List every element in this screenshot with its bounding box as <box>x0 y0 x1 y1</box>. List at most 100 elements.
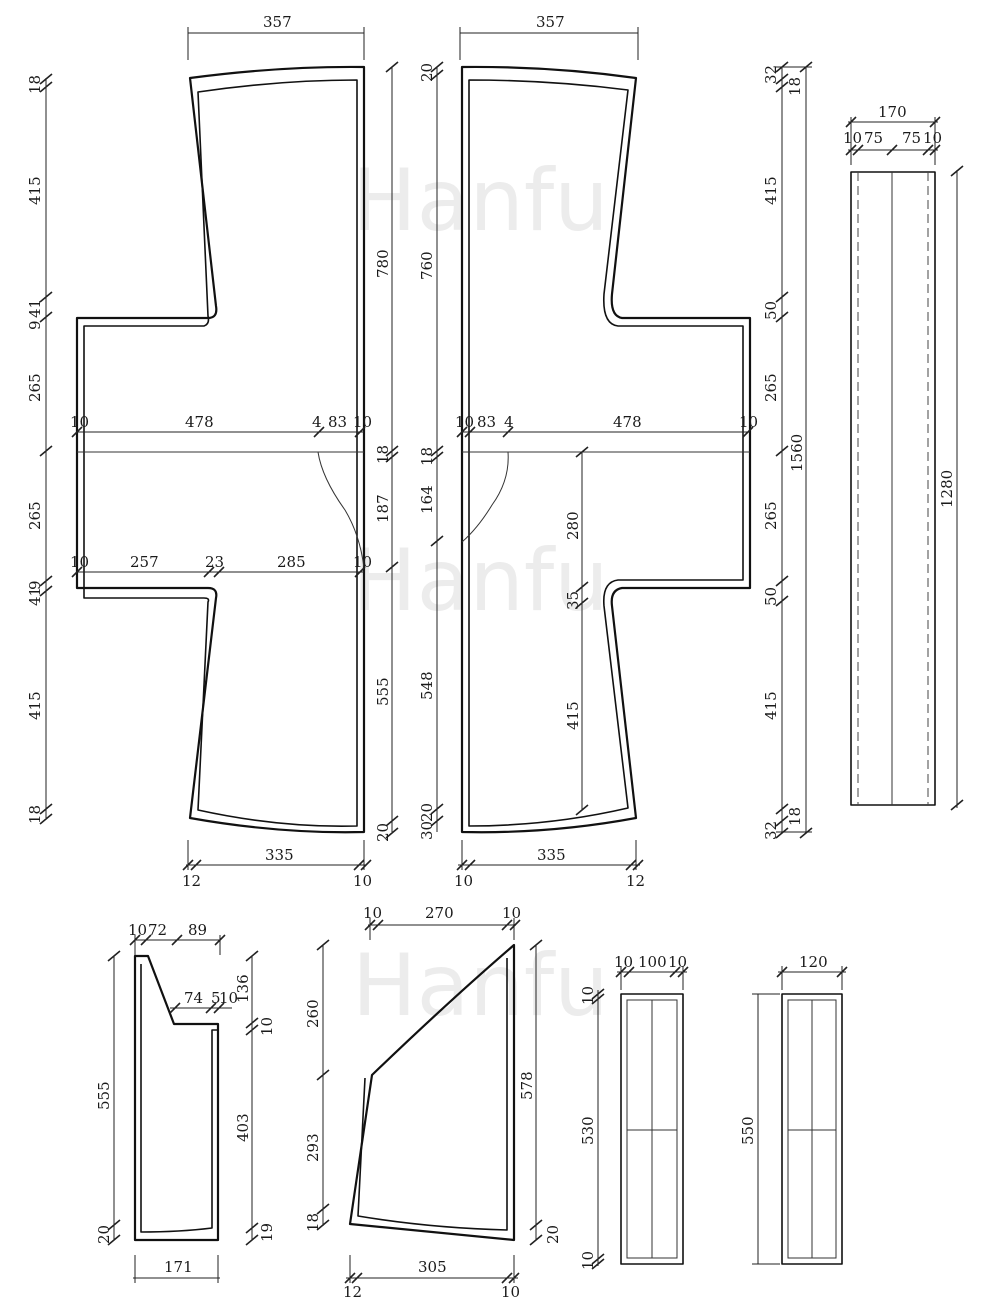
gusset-piece: 10 270 10 260 293 18 578 20 305 12 10 <box>304 904 562 1301</box>
dim-fl-w4: 10 <box>353 413 372 431</box>
dim-fr-l1: 760 <box>418 251 436 280</box>
dim-rm-5: 265 <box>762 501 780 530</box>
dim-fl-w0: 10 <box>70 413 89 431</box>
dim-gus-t2: 10 <box>502 904 521 922</box>
right-measure-column: 32 18 415 50 265 265 50 415 32 18 1560 <box>762 61 813 840</box>
dim-fl-r4: 20 <box>374 823 392 842</box>
dim-fl-b2: 23 <box>205 553 224 571</box>
dim-gus-b1: 10 <box>501 1283 520 1301</box>
dim-fr-w1: 83 <box>477 413 496 431</box>
dim-belt-p2: 75 <box>902 129 921 147</box>
front-left-outline <box>75 65 366 834</box>
dim-fl-bot0: 12 <box>182 872 201 890</box>
collar-piece: 10 72 89 74 5 10 136 10 403 19 555 20 17… <box>95 921 276 1283</box>
belt-strip: 170 10 75 75 10 1280 <box>843 103 964 811</box>
dim-fl-bot1: 10 <box>353 872 372 890</box>
watermark-1: Hanfu <box>352 151 609 251</box>
dim-rm-8: 32 <box>762 821 780 840</box>
dim-fl-r3: 555 <box>374 677 392 706</box>
dim-fl-s1: 415 <box>26 176 44 205</box>
panel-b: 120 550 <box>739 953 848 1265</box>
dim-gus-l2: 18 <box>304 1213 322 1232</box>
dim-pa-t0: 10 <box>614 953 633 971</box>
dim-fl-upper-265: 265 <box>26 373 44 402</box>
dim-fr-bot1: 12 <box>626 872 645 890</box>
dim-fl-r2: 187 <box>374 494 392 523</box>
dim-fr-w3: 478 <box>613 413 642 431</box>
dim-col-m1: 5 <box>211 989 221 1007</box>
dim-gus-r1: 20 <box>544 1225 562 1244</box>
dim-pa-l2: 10 <box>579 1251 597 1270</box>
panel-a: 10 100 10 10 530 10 <box>579 953 689 1270</box>
dim-fl-bottom: 335 <box>265 846 294 864</box>
dim-col-bottom: 171 <box>164 1258 193 1276</box>
dim-fl-top: 357 <box>263 13 292 31</box>
dim-rm-0: 32 <box>762 65 780 84</box>
dim-col-r3: 19 <box>258 1223 276 1242</box>
dim-fr-i2: 415 <box>564 701 582 730</box>
dim-fr-w4: 10 <box>739 413 758 431</box>
dim-fl-b0: 10 <box>70 553 89 571</box>
dim-fl-b1: 257 <box>130 553 159 571</box>
dim-col-m2: 10 <box>219 989 238 1007</box>
dim-gus-t1: 270 <box>425 904 454 922</box>
belt-outline <box>850 171 936 806</box>
dim-fr-l6: 30 <box>418 821 436 840</box>
dim-fl-w3: 83 <box>328 413 347 431</box>
dim-col-t0: 10 <box>128 921 147 939</box>
dim-col-l1: 20 <box>95 1225 113 1244</box>
dim-gus-r0: 578 <box>518 1071 536 1100</box>
watermark-3: Hanfu <box>352 936 609 1036</box>
watermark-2: Hanfu <box>352 531 609 631</box>
dim-fl-s0: 18 <box>26 75 44 94</box>
dim-fl-b3: 285 <box>277 553 306 571</box>
dim-belt-p1: 75 <box>864 129 883 147</box>
dim-pa-t2: 10 <box>668 953 687 971</box>
dim-gus-l0: 260 <box>304 999 322 1028</box>
dim-fr-bottom: 335 <box>537 846 566 864</box>
panel-a-outline <box>620 993 684 1265</box>
dim-fr-l5: 20 <box>418 803 436 822</box>
dim-fl-w1: 478 <box>185 413 214 431</box>
dim-fl-r0: 780 <box>374 249 392 278</box>
dim-pb-left: 550 <box>739 1116 757 1145</box>
dim-pa-l0: 10 <box>579 986 597 1005</box>
dim-pb-top: 120 <box>799 953 828 971</box>
dim-fr-top: 357 <box>536 13 565 31</box>
gusset-outline <box>348 943 516 1242</box>
dim-fr-l0: 20 <box>418 63 436 82</box>
dim-fr-i1: 35 <box>564 591 582 610</box>
dim-pa-l1: 530 <box>579 1116 597 1145</box>
dim-col-t2: 89 <box>188 921 207 939</box>
dim-fr-l2: 18 <box>418 447 436 466</box>
dim-fl-l3: 18 <box>26 805 44 824</box>
dim-fr-l4: 548 <box>418 671 436 700</box>
dim-belt-p3: 10 <box>923 129 942 147</box>
front-right-inner <box>468 79 744 827</box>
dim-gus-t0: 10 <box>363 904 382 922</box>
dim-fr-w2: 4 <box>504 413 514 431</box>
dim-fl-w2: 4 <box>312 413 322 431</box>
front-right-neck-curve <box>461 451 509 543</box>
dim-fr-w0: 10 <box>455 413 474 431</box>
dim-col-m0: 74 <box>184 989 203 1007</box>
front-left-inner <box>83 79 358 827</box>
dim-fl-l0: 9 <box>26 580 44 590</box>
dim-rm-total: 1560 <box>788 434 806 472</box>
dim-col-t1: 72 <box>148 921 167 939</box>
dim-fl-s3: 9 <box>26 320 44 330</box>
dim-fl-l1: 41 <box>26 587 44 606</box>
dim-fl-s2: 41 <box>26 299 44 318</box>
dim-fr-bot0: 10 <box>454 872 473 890</box>
dim-fl-lower-265: 265 <box>26 501 44 530</box>
dim-rm-1: 18 <box>786 77 804 96</box>
dim-fl-r1: 18 <box>374 445 392 464</box>
dim-fl-l2: 415 <box>26 691 44 720</box>
front-right-piece <box>460 65 752 834</box>
front-left-dims: 357 18 415 41 9 265 265 9 41 415 18 10 4… <box>26 13 399 890</box>
dim-gus-bottom: 305 <box>418 1258 447 1276</box>
collar-inner <box>140 964 218 1233</box>
dim-belt-p0: 10 <box>843 129 862 147</box>
front-left-piece <box>75 65 366 834</box>
